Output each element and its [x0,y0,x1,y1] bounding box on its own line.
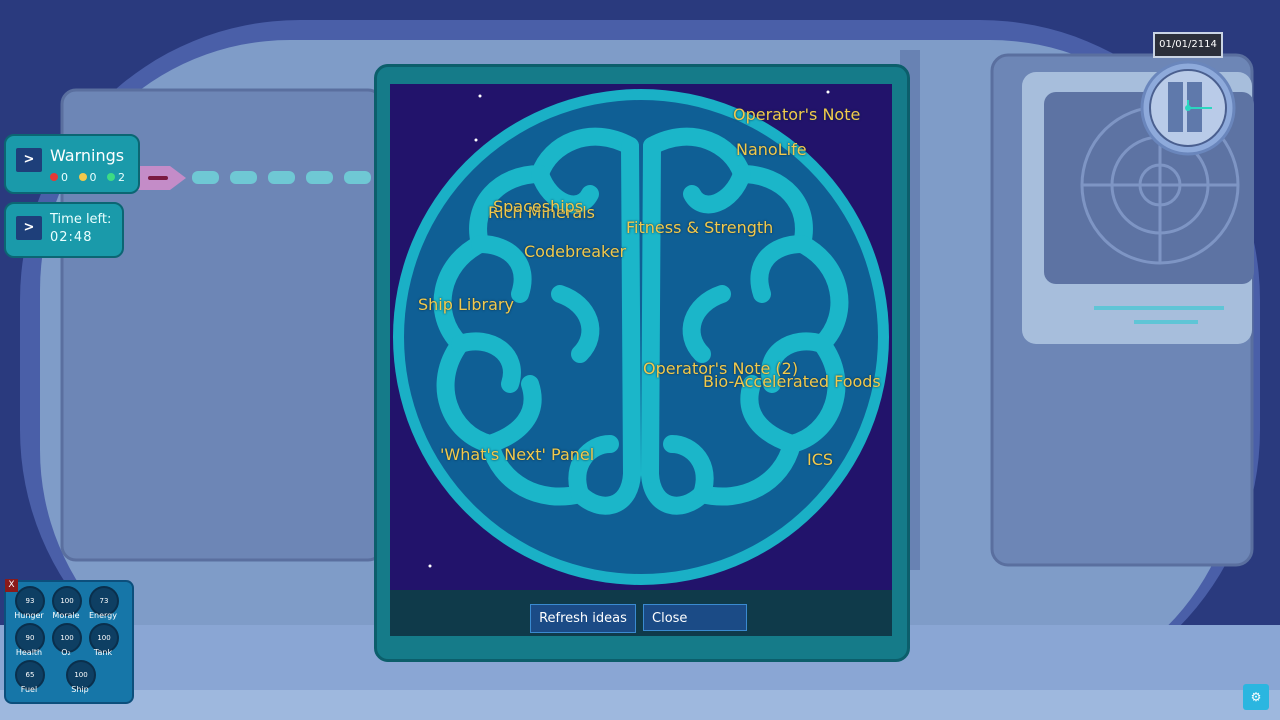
tank-label: Tank [93,648,113,657]
hunger-label: Hunger [14,611,44,620]
idea-nanolife[interactable]: NanoLife [736,140,807,159]
idea-ship-library[interactable]: Ship Library [418,295,514,314]
idea-spaceships[interactable]: Spaceships [493,197,584,216]
warnings-title: Warnings [50,146,125,165]
idea-whats-next-panel[interactable]: 'What's Next' Panel [440,445,595,464]
hunger-gauge: 93 [15,586,45,616]
tank-gauge: 100 [89,623,119,653]
green-warning-icon [107,173,115,181]
date-display: 01/01/2114 [1153,32,1223,58]
morale-label: Morale [52,611,80,620]
red-warning-count: 0 [61,170,68,184]
time-left-label: Time left: [50,212,112,227]
stats-close-button[interactable]: X [5,579,18,592]
warning-counts: 0 0 2 [50,170,132,184]
ideas-button-bar [390,590,892,636]
time-left-expand-button[interactable]: > [16,216,42,240]
idea-fitness-strength[interactable]: Fitness & Strength [626,218,774,237]
energy-label: Energy [88,611,117,620]
health-label: Health [15,648,43,657]
time-left-value: 02:48 [50,230,93,245]
fuel-label: Fuel [20,685,38,694]
idea-operators-note-2[interactable]: Operator's Note (2) [643,359,799,378]
warnings-panel: > Warnings 0 0 2 [4,134,140,194]
idea-bio-accelerated-foods[interactable]: Bio-Accelerated Foods [703,372,881,391]
oxygen-label: O₂ [61,648,71,657]
clock-icon [1140,60,1236,156]
refresh-ideas-button[interactable]: Refresh ideas [530,604,636,633]
warnings-expand-button[interactable]: > [16,148,42,172]
ship-label: Ship [71,685,89,694]
idea-codebreaker[interactable]: Codebreaker [524,242,627,261]
fuel-gauge: 65 [15,660,45,690]
red-warning-icon [50,173,58,181]
close-button[interactable]: Close [643,604,747,631]
idea-operators-note[interactable]: Operator's Note [733,105,861,124]
health-gauge: 90 [15,623,45,653]
yellow-warning-icon [78,173,87,181]
time-left-panel: > Time left: 02:48 [4,202,124,258]
energy-gauge: 73 [89,586,119,616]
idea-ics[interactable]: ICS [807,450,834,469]
yellow-warning-count: 0 [89,170,97,184]
idea-rich-minerals[interactable]: Rich Minerals [488,203,595,222]
ship-gauge: 100 [66,660,96,690]
green-warning-count: 2 [118,170,125,184]
morale-gauge: 100 [52,586,82,616]
settings-icon[interactable]: ⚙ [1243,684,1269,710]
brain-icon [393,89,889,585]
oxygen-gauge: 100 [52,623,82,653]
